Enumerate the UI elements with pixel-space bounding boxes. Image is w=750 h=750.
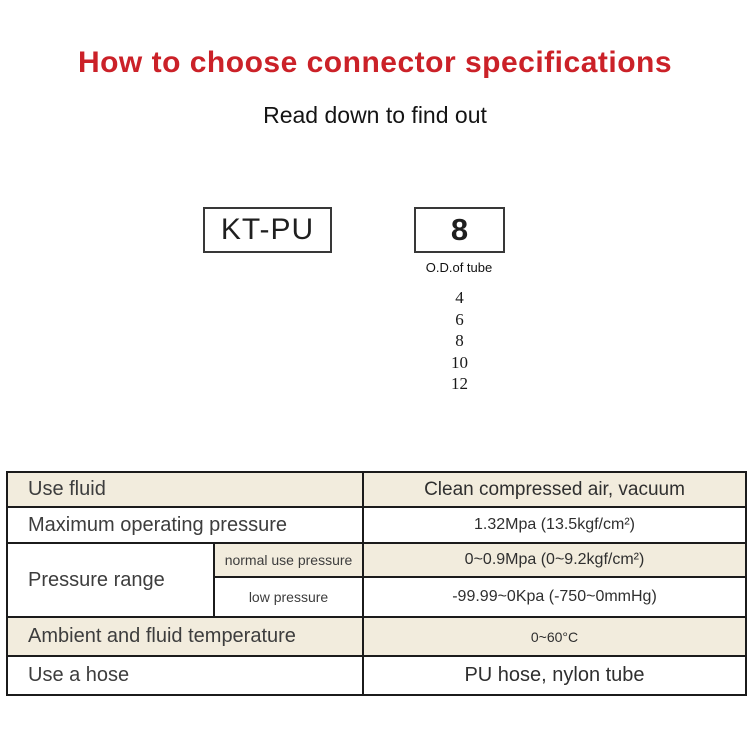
page-subtitle: Read down to find out bbox=[263, 102, 487, 128]
spec-label-pressure-range: Pressure range bbox=[6, 542, 215, 618]
table-row: Use a hose PU hose, nylon tube bbox=[6, 655, 747, 696]
spec-value-hose: PU hose, nylon tube bbox=[362, 655, 747, 696]
spec-value-normal-pressure: 0~0.9Mpa (0~9.2kgf/cm²) bbox=[362, 542, 747, 578]
spec-label-temperature: Ambient and fluid temperature bbox=[6, 616, 364, 657]
tube-size-text: 8 bbox=[450, 212, 469, 247]
tube-size-box: 8 bbox=[414, 207, 505, 253]
spec-value-use-fluid: Clean compressed air, vacuum bbox=[362, 471, 747, 508]
table-row: Ambient and fluid temperature 0~60°C bbox=[6, 616, 747, 657]
spec-value-max-pressure: 1.32Mpa (13.5kgf/cm²) bbox=[362, 506, 747, 544]
size-option: 8 bbox=[455, 331, 464, 350]
table-row: low pressure -99.99~0Kpa (-750~0mmHg) bbox=[7, 576, 747, 618]
spec-label-hose: Use a hose bbox=[6, 655, 364, 696]
model-code-text: KT-PU bbox=[220, 213, 315, 246]
spec-value-temperature: 0~60°C bbox=[362, 616, 747, 657]
spec-sublabel-normal-pressure: normal use pressure bbox=[213, 542, 364, 578]
table-row: Maximum operating pressure 1.32Mpa (13.5… bbox=[6, 506, 747, 544]
size-option: 12 bbox=[451, 374, 468, 393]
page-title: How to choose connector specifications bbox=[77, 46, 673, 79]
spec-sublabel-low-pressure: low pressure bbox=[213, 576, 364, 618]
spec-value-low-pressure: -99.99~0Kpa (-750~0mmHg) bbox=[362, 576, 747, 618]
tube-size-options-list: 4 6 8 10 12 bbox=[414, 287, 505, 395]
size-option: 10 bbox=[451, 352, 468, 372]
model-code-box: KT-PU bbox=[203, 207, 332, 253]
spec-label-max-pressure: Maximum operating pressure bbox=[6, 506, 364, 544]
specification-table: Use fluid Clean compressed air, vacuum M… bbox=[6, 471, 747, 696]
tube-size-caption: O.D.of tube bbox=[425, 260, 493, 275]
table-row: Pressure range normal use pressure 0~0.9… bbox=[6, 542, 747, 618]
size-option: 6 bbox=[455, 309, 464, 329]
size-option: 4 bbox=[455, 288, 464, 307]
spec-label-use-fluid: Use fluid bbox=[6, 471, 364, 508]
table-row: Use fluid Clean compressed air, vacuum bbox=[6, 471, 747, 508]
